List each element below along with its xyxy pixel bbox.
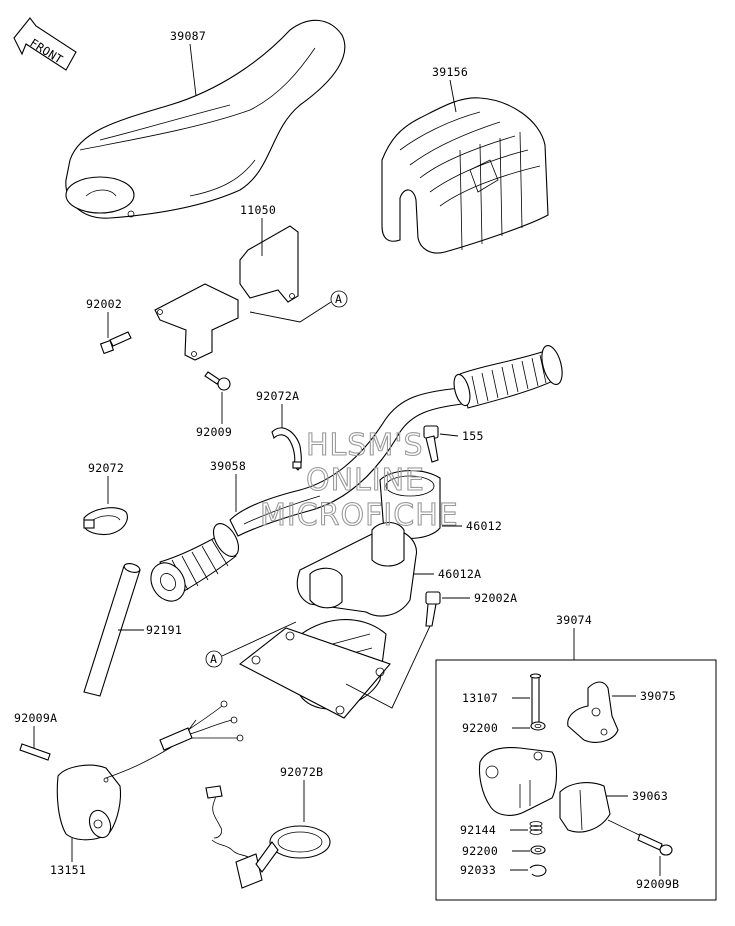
label-92009: 92009 <box>196 425 232 439</box>
bolt-92002A <box>425 591 441 627</box>
screw-92009B <box>607 819 673 856</box>
leader-92002A-down <box>345 625 431 709</box>
label-39058: 39058 <box>210 459 246 473</box>
handlebar-boot <box>381 97 549 254</box>
leader-155 <box>439 433 459 437</box>
band-92072 <box>83 507 128 536</box>
label-92072B: 92072B <box>280 765 323 779</box>
ref-marker-bottom-label: A <box>210 652 217 666</box>
spring-92144 <box>529 821 543 835</box>
leader-39156 <box>449 79 457 113</box>
label-92009B: 92009B <box>636 877 679 891</box>
bolt-155 <box>423 425 439 463</box>
washer-92200-b-hole <box>534 848 542 853</box>
label-13107: 13107 <box>462 691 498 705</box>
ring-92033 <box>529 864 547 877</box>
label-92033: 92033 <box>460 863 496 877</box>
label-92009A: 92009A <box>14 711 57 725</box>
front-arrow: FRONT <box>13 17 77 71</box>
pipe-92191 <box>83 563 141 697</box>
watermark-line-1: HLSM'S <box>306 428 424 463</box>
label-92200-a: 92200 <box>462 721 498 735</box>
label-11050: 11050 <box>240 203 276 217</box>
washer-92200-a-hole <box>534 724 542 729</box>
label-92002: 92002 <box>86 297 122 311</box>
label-92200-b: 92200 <box>462 844 498 858</box>
ref-marker-top <box>330 290 348 308</box>
leader-39087 <box>189 43 197 97</box>
bolt-92009 <box>204 371 231 391</box>
label-92072: 92072 <box>88 461 124 475</box>
label-92191: 92191 <box>146 623 182 637</box>
watermark-line-3: MICROFICHE <box>260 498 459 533</box>
ref-marker-top-label: A <box>335 292 342 306</box>
watermark-line-2: ONLINE <box>306 463 425 498</box>
label-92072A: 92072A <box>256 389 299 403</box>
clamp-92072B <box>205 785 331 889</box>
washer-92200-b <box>530 845 546 855</box>
label-39087: 39087 <box>170 29 206 43</box>
watermark: HLSM'S ONLINE MICROFICHE <box>259 427 459 533</box>
band-92072A <box>271 427 302 471</box>
bolt-92002 <box>99 331 132 355</box>
label-39075: 39075 <box>640 689 676 703</box>
label-39156: 39156 <box>432 65 468 79</box>
label-13151: 13151 <box>50 863 86 877</box>
ref-marker-bottom <box>205 650 223 668</box>
label-46012A: 46012A <box>438 567 481 581</box>
handlebar-cover <box>65 19 346 219</box>
label-39074: 39074 <box>556 613 592 627</box>
label-46012: 46012 <box>466 519 502 533</box>
label-39063: 39063 <box>632 789 668 803</box>
switch-13151 <box>19 700 244 841</box>
holder-39063 <box>559 782 611 833</box>
pin-13107 <box>529 673 542 729</box>
lever-39075 <box>567 681 619 743</box>
leader-ref-top <box>249 301 332 323</box>
label-92002A: 92002A <box>474 591 517 605</box>
holder-base-46012A <box>238 521 417 719</box>
assembly-box <box>435 659 717 901</box>
label-92144: 92144 <box>460 823 496 837</box>
handlebar <box>150 344 563 602</box>
label-155: 155 <box>462 429 484 443</box>
leader-ref-bottom <box>221 621 297 657</box>
mounting-bracket <box>154 225 299 361</box>
throttle-body <box>478 746 558 816</box>
washer-92200-a <box>530 721 546 731</box>
